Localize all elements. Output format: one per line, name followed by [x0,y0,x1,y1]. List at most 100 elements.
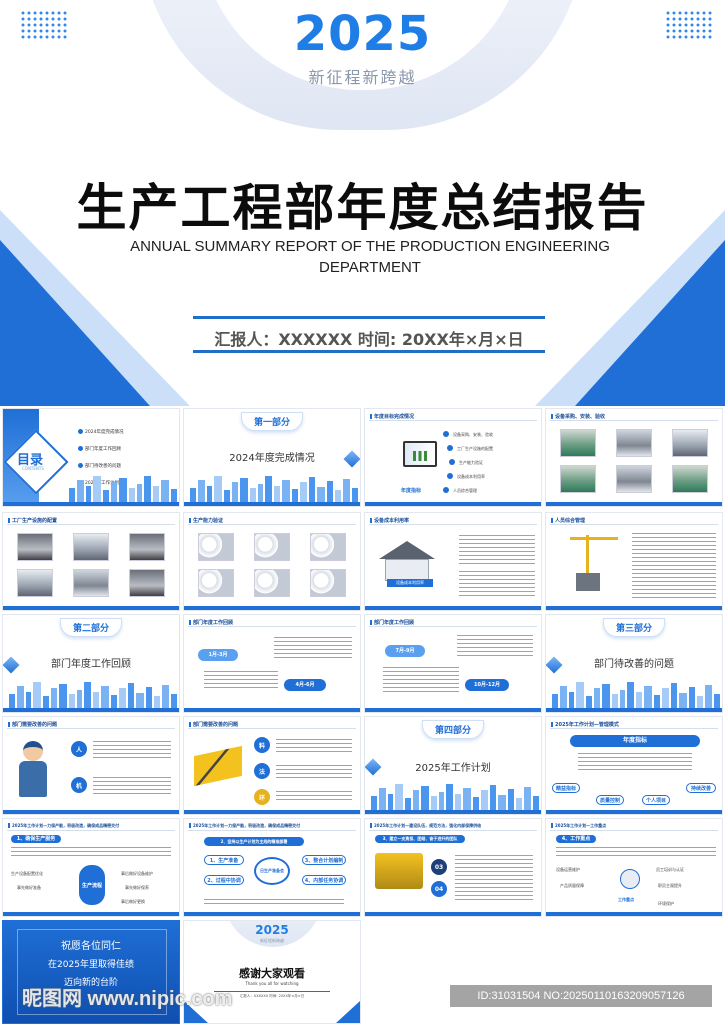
toc-subtitle: CONTENTS [22,466,44,471]
step-number: 04 [431,881,447,897]
section-pill: 3、建立一支勇担、团结、奋于进升的团队 [375,835,465,843]
focus-label: 员工培训与认证 [656,867,684,872]
slide-title: 年度目标完成情况 [370,413,414,420]
slide-personnel[interactable]: 人员综合管理 [545,512,723,611]
title-underline [7,728,175,729]
toc-item[interactable]: 部门年度工作回顾 [85,447,121,452]
skyline [365,784,541,810]
slide-part4[interactable]: 第四部分 2025年工作计划 [364,716,542,815]
cover-slogan: 新征程新跨越 [308,68,417,87]
process-label: 事先做好准备 [17,885,41,890]
title-underline [7,524,175,525]
slide-footer-bar [3,912,179,916]
cover-slide: 2025 新征程新跨越 生产工程部年度总结报告 ANNUAL SUMMARY R… [0,0,725,406]
slide-equip-cost[interactable]: 设备成本利用率 设备成本利用率 [364,512,542,611]
slide-footer-bar [3,810,179,814]
text-block [578,753,692,771]
title-underline [188,626,356,627]
slide-plan1[interactable]: 2025年工作计划—力保产能，积极改造，确保成品精密交付 1、确保生产服务 生产… [2,818,180,917]
toc-item[interactable]: 部门待改善的问题 [85,464,121,469]
toc-bullet [78,429,83,434]
title-underline [550,420,718,421]
factor-circle: 法 [254,763,270,779]
slide-part1[interactable]: 第一部分 2024年度完成情况 [183,408,361,507]
text-block [93,741,171,759]
section-pill: 2、坚持以生产计划为主线的精准部署 [204,837,304,846]
mode-node: 个人项目 [642,795,670,805]
thanks-wedge-left [184,1001,208,1023]
focus-label: 设备运营维护 [556,867,580,872]
slide-footer-bar [546,502,722,506]
process-label: 生产设备配置优化 [11,871,43,876]
skyline [63,476,179,502]
goal-item: 设备采购、安装、验收 [453,432,493,437]
slide-title: 设备采购、安装、验收 [551,413,605,420]
toc-item[interactable]: 2024年度完成情况 [85,430,124,435]
slide-review2[interactable]: 部门年度工作回顾 7月-9月 10月-12月 [364,614,542,713]
slide-equip-purchase[interactable]: 设备采购、安装、验收 [545,408,723,507]
slide-improve1[interactable]: 部门需要改善的问题 人 机 [2,716,180,815]
equipment-photo [672,429,708,457]
slide-review1[interactable]: 部门年度工作回顾 1月-3月 4月-6月 [183,614,361,713]
mode-node: 精益指标 [552,783,580,793]
wedge-left [0,240,150,406]
section-title: 2024年度完成情况 [229,453,315,464]
house-body-icon [385,559,429,581]
text-block [276,765,352,779]
slide-title: 部门需要改善的问题 [189,721,238,728]
slide-footer-bar [365,708,541,712]
factor-circle: 人 [71,741,87,757]
text-block [274,637,352,659]
slide-plan2[interactable]: 2025年工作计划—力保产能，积极改造，确保成品精密交付 2、坚持以生产计划为主… [183,818,361,917]
image-id-watermark: ID:31031504 NO:20250110163209057126 [450,985,712,1007]
goal-item: 生产能力验证 [459,460,483,465]
section-title: 部门年度工作回顾 [51,659,131,670]
slide-improve2[interactable]: 部门需要改善的问题 料 法 环 [183,716,361,815]
slide-footer-bar [3,708,179,712]
slide-plan3[interactable]: 2025年工作计划—建设队伍，规范方法，强化内部保障供给 3、建立一支勇担、团结… [364,818,542,917]
slide-plan4[interactable]: 2025年工作计划—工作重点 4、工作重点 设备运营维护 员工培训与认证 产品质… [545,818,723,917]
wish-line: 祝愿各位同仁 [61,941,121,952]
thanks-divider [214,991,330,992]
focus-label: 产品质量保障 [560,883,584,888]
focus-label: 环境保护 [658,901,674,906]
slide-part3[interactable]: 第三部分 部门待改善的问题 [545,614,723,713]
focus-label: 职员主观提升 [658,883,682,888]
building-icon [576,573,600,591]
slide-title: 2025年工作计划—管理模式 [551,721,619,728]
slide-capacity[interactable]: 生产能力验证 [183,512,361,611]
bullet-dot [443,487,449,493]
product-photo [310,569,346,597]
step-box: 4、内部任务协调 [302,875,346,885]
caption-banner: 设备成本利用率 [387,579,433,587]
bullet-dot [447,445,453,451]
slide-footer-bar [546,912,722,916]
title-underline [369,626,537,627]
title-underline [550,524,718,525]
step-box: 3、整合计划编制 [302,855,346,865]
slide-wish[interactable]: 祝愿各位同仁 在2025年里取得佳绩 迈向新的台阶 [2,920,180,1024]
bullet-dot [447,473,453,479]
period-pill: 7月-9月 [385,645,425,657]
slide-plan-mode[interactable]: 2025年工作计划—管理模式 年度指标 精益指标 质量控制 个人项目 持续改善 [545,716,723,815]
text-block [383,667,459,695]
slide-footer-bar [184,912,360,916]
text-block [276,739,352,753]
slide-annual-goals[interactable]: 年度目标完成情况 年度指标 设备采购、安装、验收 工厂生产设施的配置 生产能力验… [364,408,542,507]
slide-toc[interactable]: 目录 CONTENTS 2024年度完成情况 部门年度工作回顾 部门待改善的问题… [2,408,180,507]
cover-year: 2025 [293,6,432,62]
worker-head-icon [23,741,43,761]
text-block [459,571,535,599]
step-number: 03 [431,859,447,875]
equipment-photo [560,465,596,493]
dot-pattern-right [665,10,713,40]
slide-plant-config[interactable]: 工厂生产设施的配置 [2,512,180,611]
bullet-dot [443,431,449,437]
slide-footer-bar [546,708,722,712]
wedge-right [575,240,725,406]
slide-footer-bar [184,810,360,814]
goal-item: 工厂生产设施的配置 [457,446,493,451]
title-underline [369,830,537,831]
thanks-title: 感谢大家观看 [239,967,305,980]
slide-part2[interactable]: 第二部分 部门年度工作回顾 [2,614,180,713]
